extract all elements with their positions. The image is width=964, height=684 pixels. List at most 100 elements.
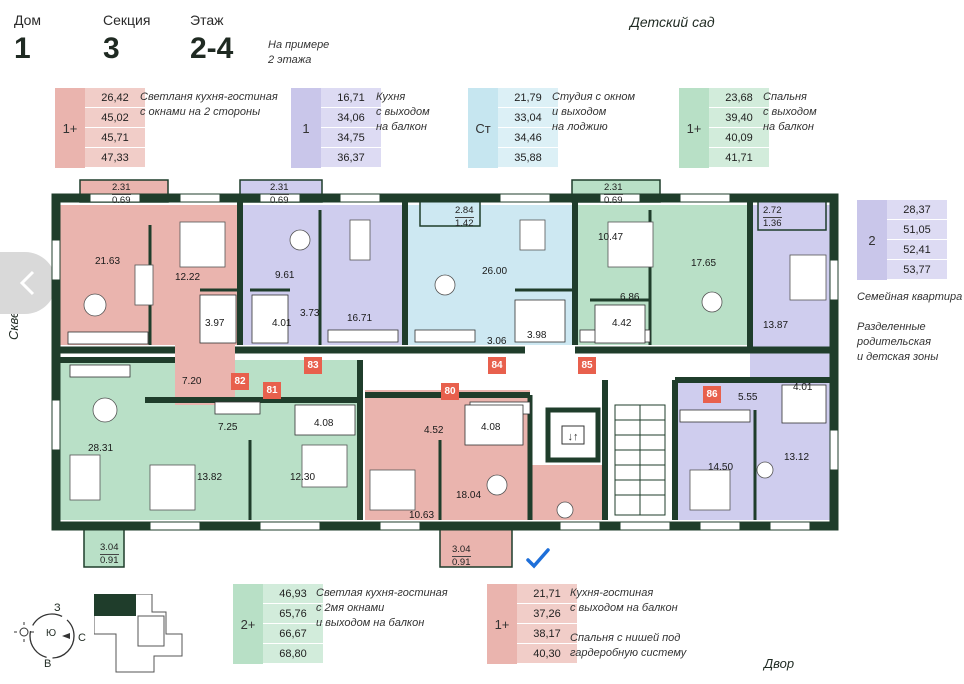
room-area: 3.98 xyxy=(527,330,547,341)
room-area: 7.25 xyxy=(218,422,238,433)
section-label: Секция xyxy=(103,12,151,28)
room-area: 4.01 xyxy=(793,382,813,393)
room-area: 18.04 xyxy=(456,490,482,501)
room-area: 13.82 xyxy=(197,472,223,483)
legend-area: 41,71 xyxy=(709,148,769,168)
apartment-tag-81[interactable]: 81 xyxy=(263,382,281,399)
room-area: 3.73 xyxy=(300,308,320,319)
room-area: 4.08 xyxy=(481,422,501,433)
balcony-80 xyxy=(439,524,513,568)
room-area: 4.42 xyxy=(612,318,632,329)
room-area: 10.63 xyxy=(409,510,435,521)
room-area: 13.87 xyxy=(763,320,789,331)
legend-area: 65,76 xyxy=(263,604,323,624)
legend-rooms: 1 xyxy=(291,88,321,168)
room-area: 21.63 xyxy=(95,256,121,267)
legend-area: 33,04 xyxy=(498,108,558,128)
room-area: 17.65 xyxy=(691,258,717,269)
chevron-left-icon xyxy=(19,270,35,296)
room-area: 6.86 xyxy=(620,292,640,303)
house-label: Дом xyxy=(14,12,42,28)
apartment-tag-80[interactable]: 80 xyxy=(441,383,459,400)
room-area: 7.20 xyxy=(182,376,202,387)
room-area: 4.01 xyxy=(272,318,292,329)
site-minimap xyxy=(94,594,183,673)
legend-area: 21,79 xyxy=(498,88,558,108)
room-area: 26.00 xyxy=(482,266,508,277)
legend-area: 36,37 xyxy=(321,148,381,168)
compass-south: Ю xyxy=(46,628,57,639)
room-area: 10.47 xyxy=(598,232,624,243)
legend-area: 28,37 xyxy=(887,200,947,220)
apt-82-hall xyxy=(175,345,235,405)
legend-rooms: 2 xyxy=(857,200,887,280)
room-area: 9.61 xyxy=(275,270,295,281)
legend-area: 38,17 xyxy=(517,624,577,644)
bathrooms xyxy=(199,294,827,446)
compass-east: В xyxy=(44,658,52,670)
room-area: 4.52 xyxy=(424,425,444,436)
legend-area: 52,41 xyxy=(887,240,947,260)
walls xyxy=(51,193,839,531)
legend-area: 45,02 xyxy=(85,108,145,128)
apartment-tag-86[interactable]: 86 xyxy=(703,386,721,403)
floor-label: Этаж xyxy=(190,12,224,28)
kindergarten-label: Детский сад xyxy=(630,14,715,30)
legend-area: 34,46 xyxy=(498,128,558,148)
compass-icon xyxy=(14,613,75,659)
legend-area: 39,40 xyxy=(709,108,769,128)
legend-area: 35,88 xyxy=(498,148,558,168)
legend-area: 40,30 xyxy=(517,644,577,664)
apartment-tag-83[interactable]: 83 xyxy=(304,357,322,374)
room-area: 4.08 xyxy=(314,418,334,429)
elevator-area xyxy=(530,390,605,465)
legend-area: 45,71 xyxy=(85,128,145,148)
prev-arrow-button[interactable] xyxy=(0,252,56,314)
floor-value: 2-4 xyxy=(190,32,234,65)
apartment-tag-85[interactable]: 85 xyxy=(578,357,596,374)
section-value: 3 xyxy=(103,32,120,65)
legend-area: 34,06 xyxy=(321,108,381,128)
room-area: 3.97 xyxy=(205,318,225,329)
staircase xyxy=(614,404,666,516)
legend-area: 53,77 xyxy=(887,260,947,280)
svg-text:↓↑: ↓↑ xyxy=(568,431,579,443)
house-value: 1 xyxy=(14,32,31,65)
legend-area: 16,71 xyxy=(321,88,381,108)
windows xyxy=(51,193,839,531)
room-area: 3.06 xyxy=(487,336,507,347)
legend-rooms: 1+ xyxy=(487,584,517,664)
compass: З С В Ю xyxy=(14,598,90,674)
legend-rooms: Ст xyxy=(468,88,498,168)
compass-west: З xyxy=(54,602,61,614)
apartment-tag-84[interactable]: 84 xyxy=(488,357,506,374)
balcony-81 xyxy=(83,524,125,568)
legend-area: 47,33 xyxy=(85,148,145,168)
room-area: 13.12 xyxy=(784,452,810,463)
legend-area: 68,80 xyxy=(263,644,323,664)
legend-area: 23,68 xyxy=(709,88,769,108)
legend-area: 46,93 xyxy=(263,584,323,604)
compass-north: С xyxy=(78,632,86,644)
apartment-tag-82[interactable]: 82 xyxy=(231,373,249,390)
